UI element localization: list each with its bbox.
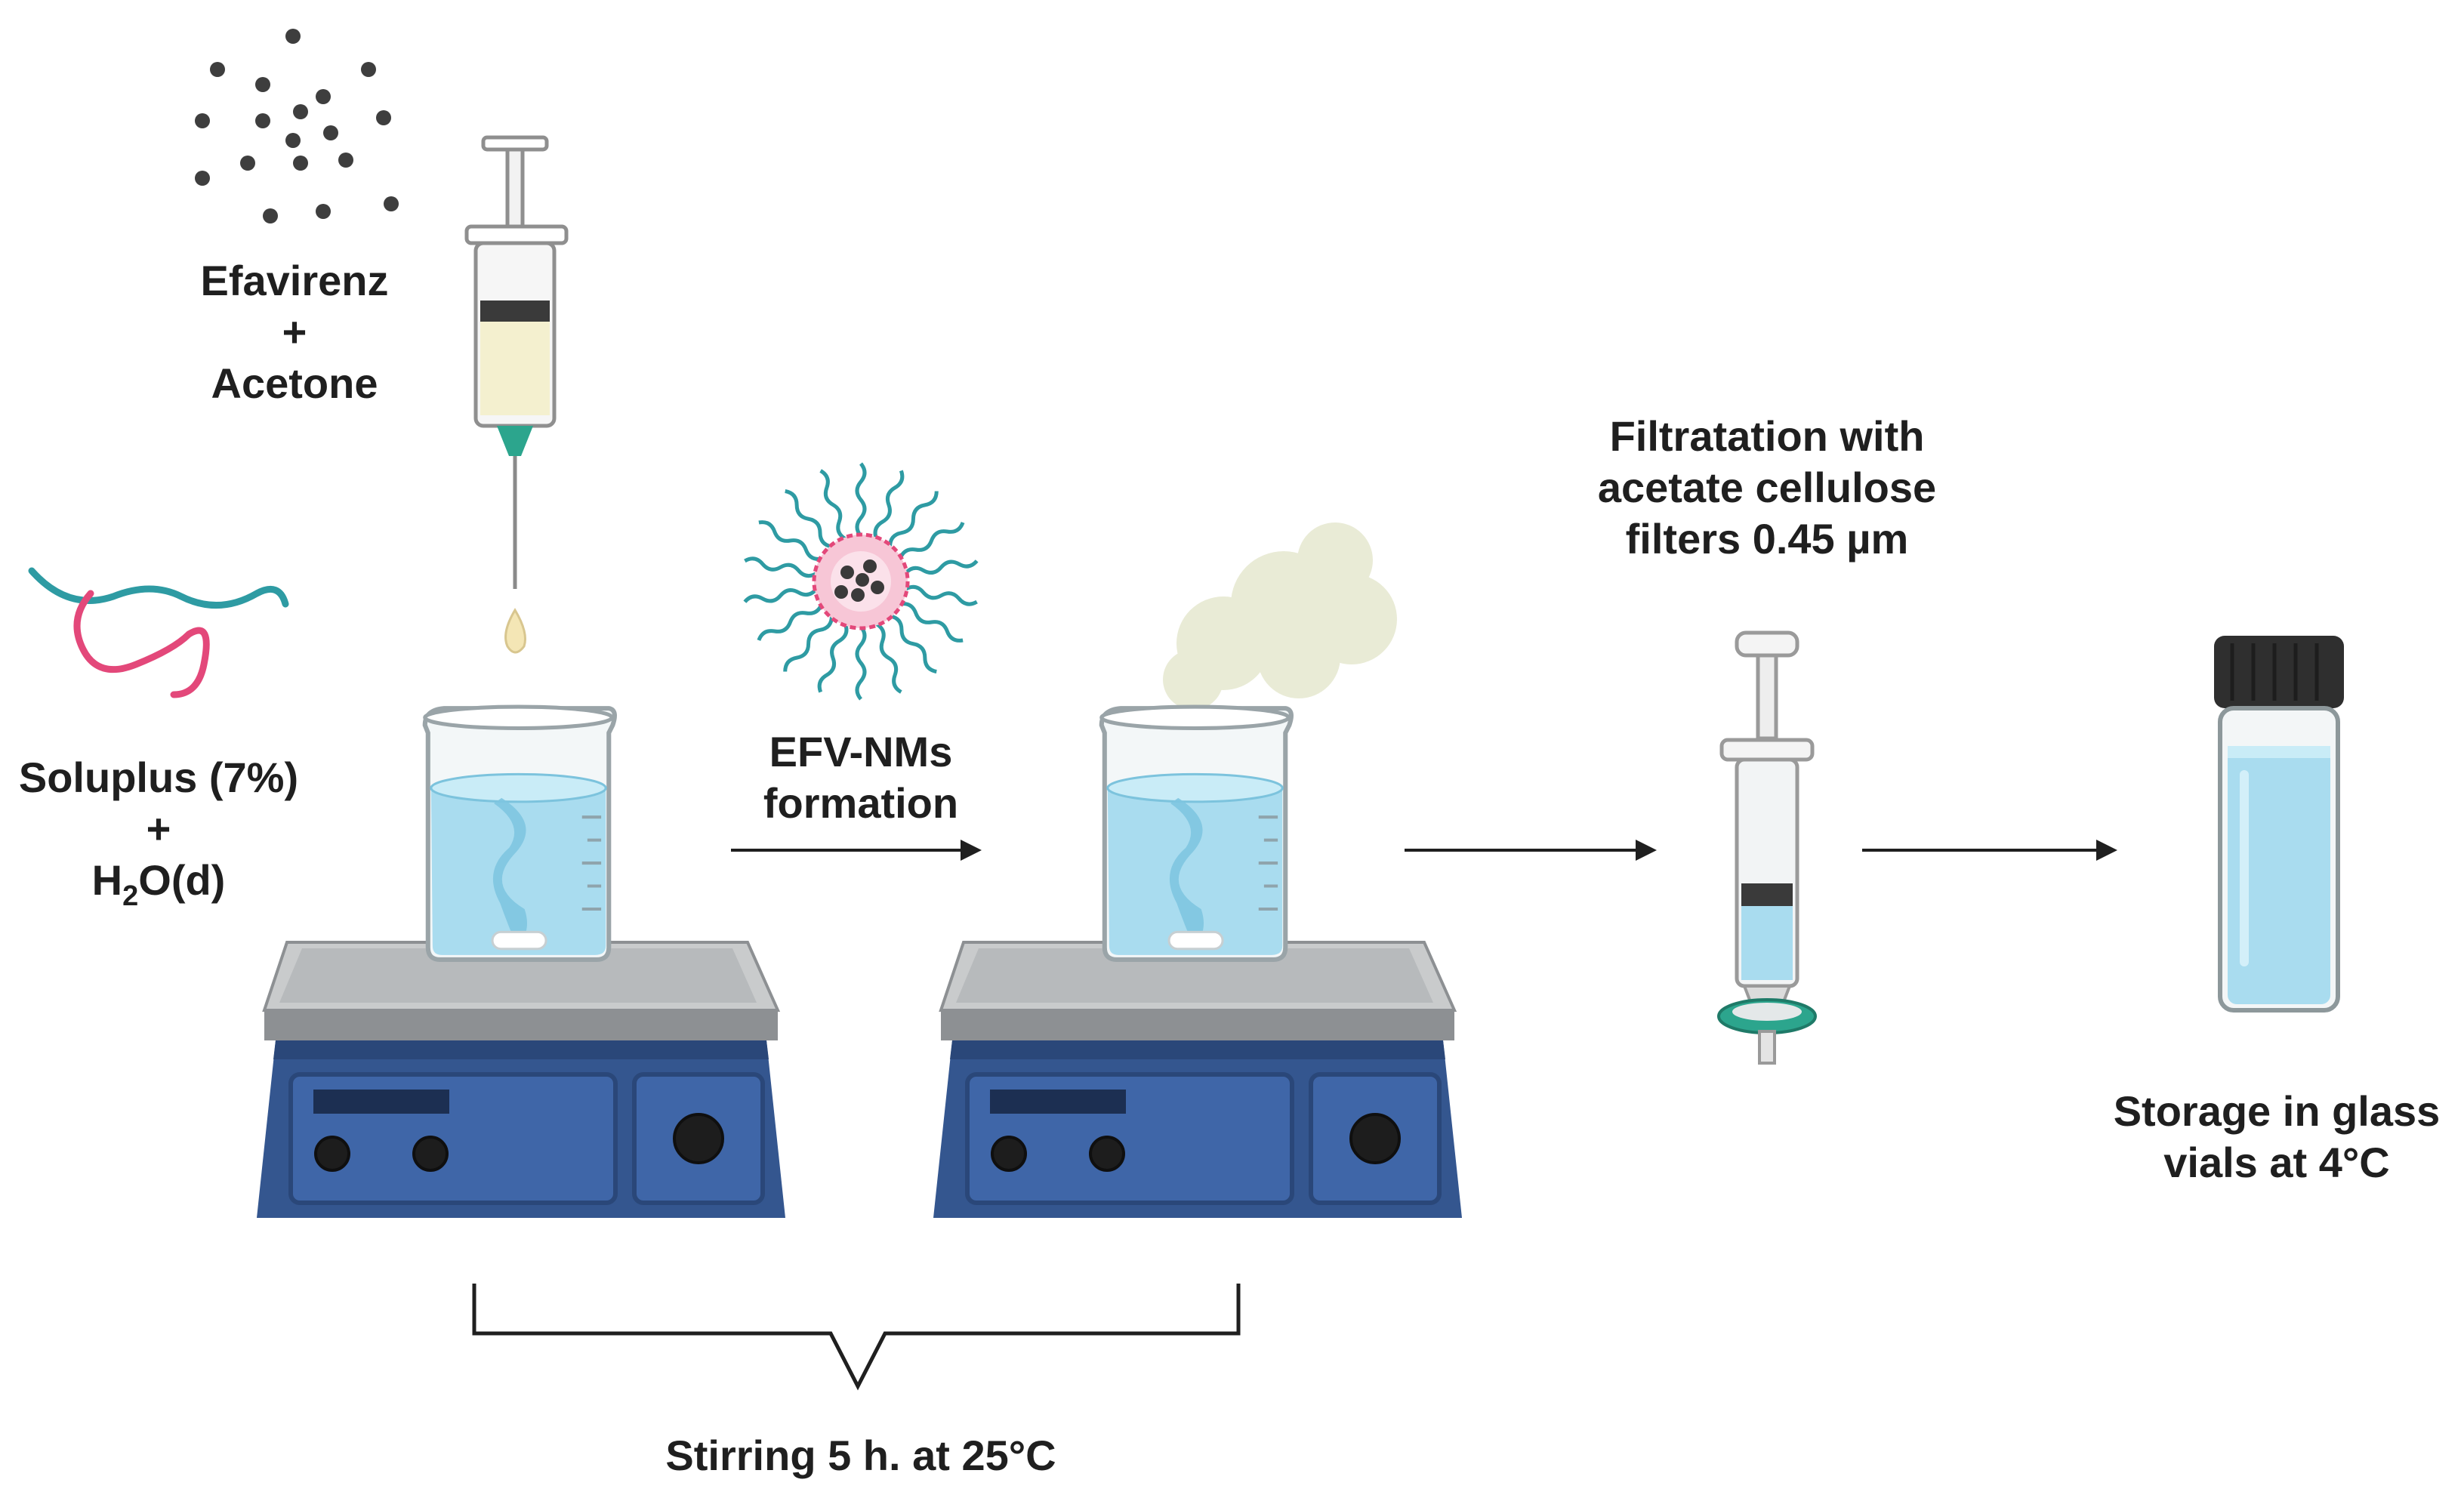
- drug-plus-text: +: [282, 308, 307, 356]
- vapor-cloud-icon: [1163, 522, 1397, 710]
- filtration-label: Filtratation with acetate cellulose filt…: [1556, 411, 1978, 565]
- glass-vial-icon: [2214, 636, 2344, 1013]
- arrow-to-storage: [1862, 840, 2117, 861]
- storage-label: Storage in glass vials at 4°C: [2092, 1086, 2462, 1188]
- storage-line2-text: vials at 4°C: [2163, 1139, 2390, 1186]
- storage-line1-text: Storage in glass: [2113, 1087, 2441, 1135]
- efavirenz-particles: [195, 29, 399, 223]
- filtration-line1-text: Filtratation with: [1609, 412, 1925, 460]
- drug-name-text: Efavirenz: [200, 257, 389, 304]
- polymer-name-text: Soluplus (7%): [18, 754, 299, 801]
- stirring-conditions-label: Stirring 5 h. at 25°C: [589, 1430, 1133, 1481]
- polymer-solution-label: Soluplus (7%) + H2O(d): [8, 752, 310, 912]
- polymer-plus-text: +: [146, 805, 171, 852]
- drug-solution-label: Efavirenz + Acetone: [174, 255, 415, 409]
- water-text: H2O(d): [91, 856, 226, 912]
- micelle-icon: [743, 462, 979, 701]
- filter-syringe-icon: [1717, 630, 1817, 1065]
- arrow-to-filtration: [1405, 840, 1657, 861]
- micelle-formation-label: EFV-NMs formation: [710, 726, 1012, 829]
- micelle-line2-text: formation: [763, 779, 959, 827]
- soluplus-polymer-icon: [28, 567, 289, 698]
- arrow-to-beaker-2: [731, 840, 982, 861]
- stirrer-plate-1: [257, 942, 785, 1218]
- beaker-1: [425, 707, 615, 960]
- filtration-line3-text: filters 0.45 µm: [1625, 515, 1909, 563]
- micelle-line1-text: EFV-NMs: [769, 728, 953, 775]
- stirrer-plate-2: [933, 942, 1462, 1218]
- stirring-text: Stirring 5 h. at 25°C: [665, 1432, 1056, 1479]
- beaker-2: [1102, 707, 1291, 960]
- stirring-bracket: [472, 1284, 1241, 1391]
- drug-solvent-text: Acetone: [211, 359, 378, 407]
- filtration-line2-text: acetate cellulose: [1597, 464, 1937, 511]
- drug-syringe-icon: [464, 135, 569, 654]
